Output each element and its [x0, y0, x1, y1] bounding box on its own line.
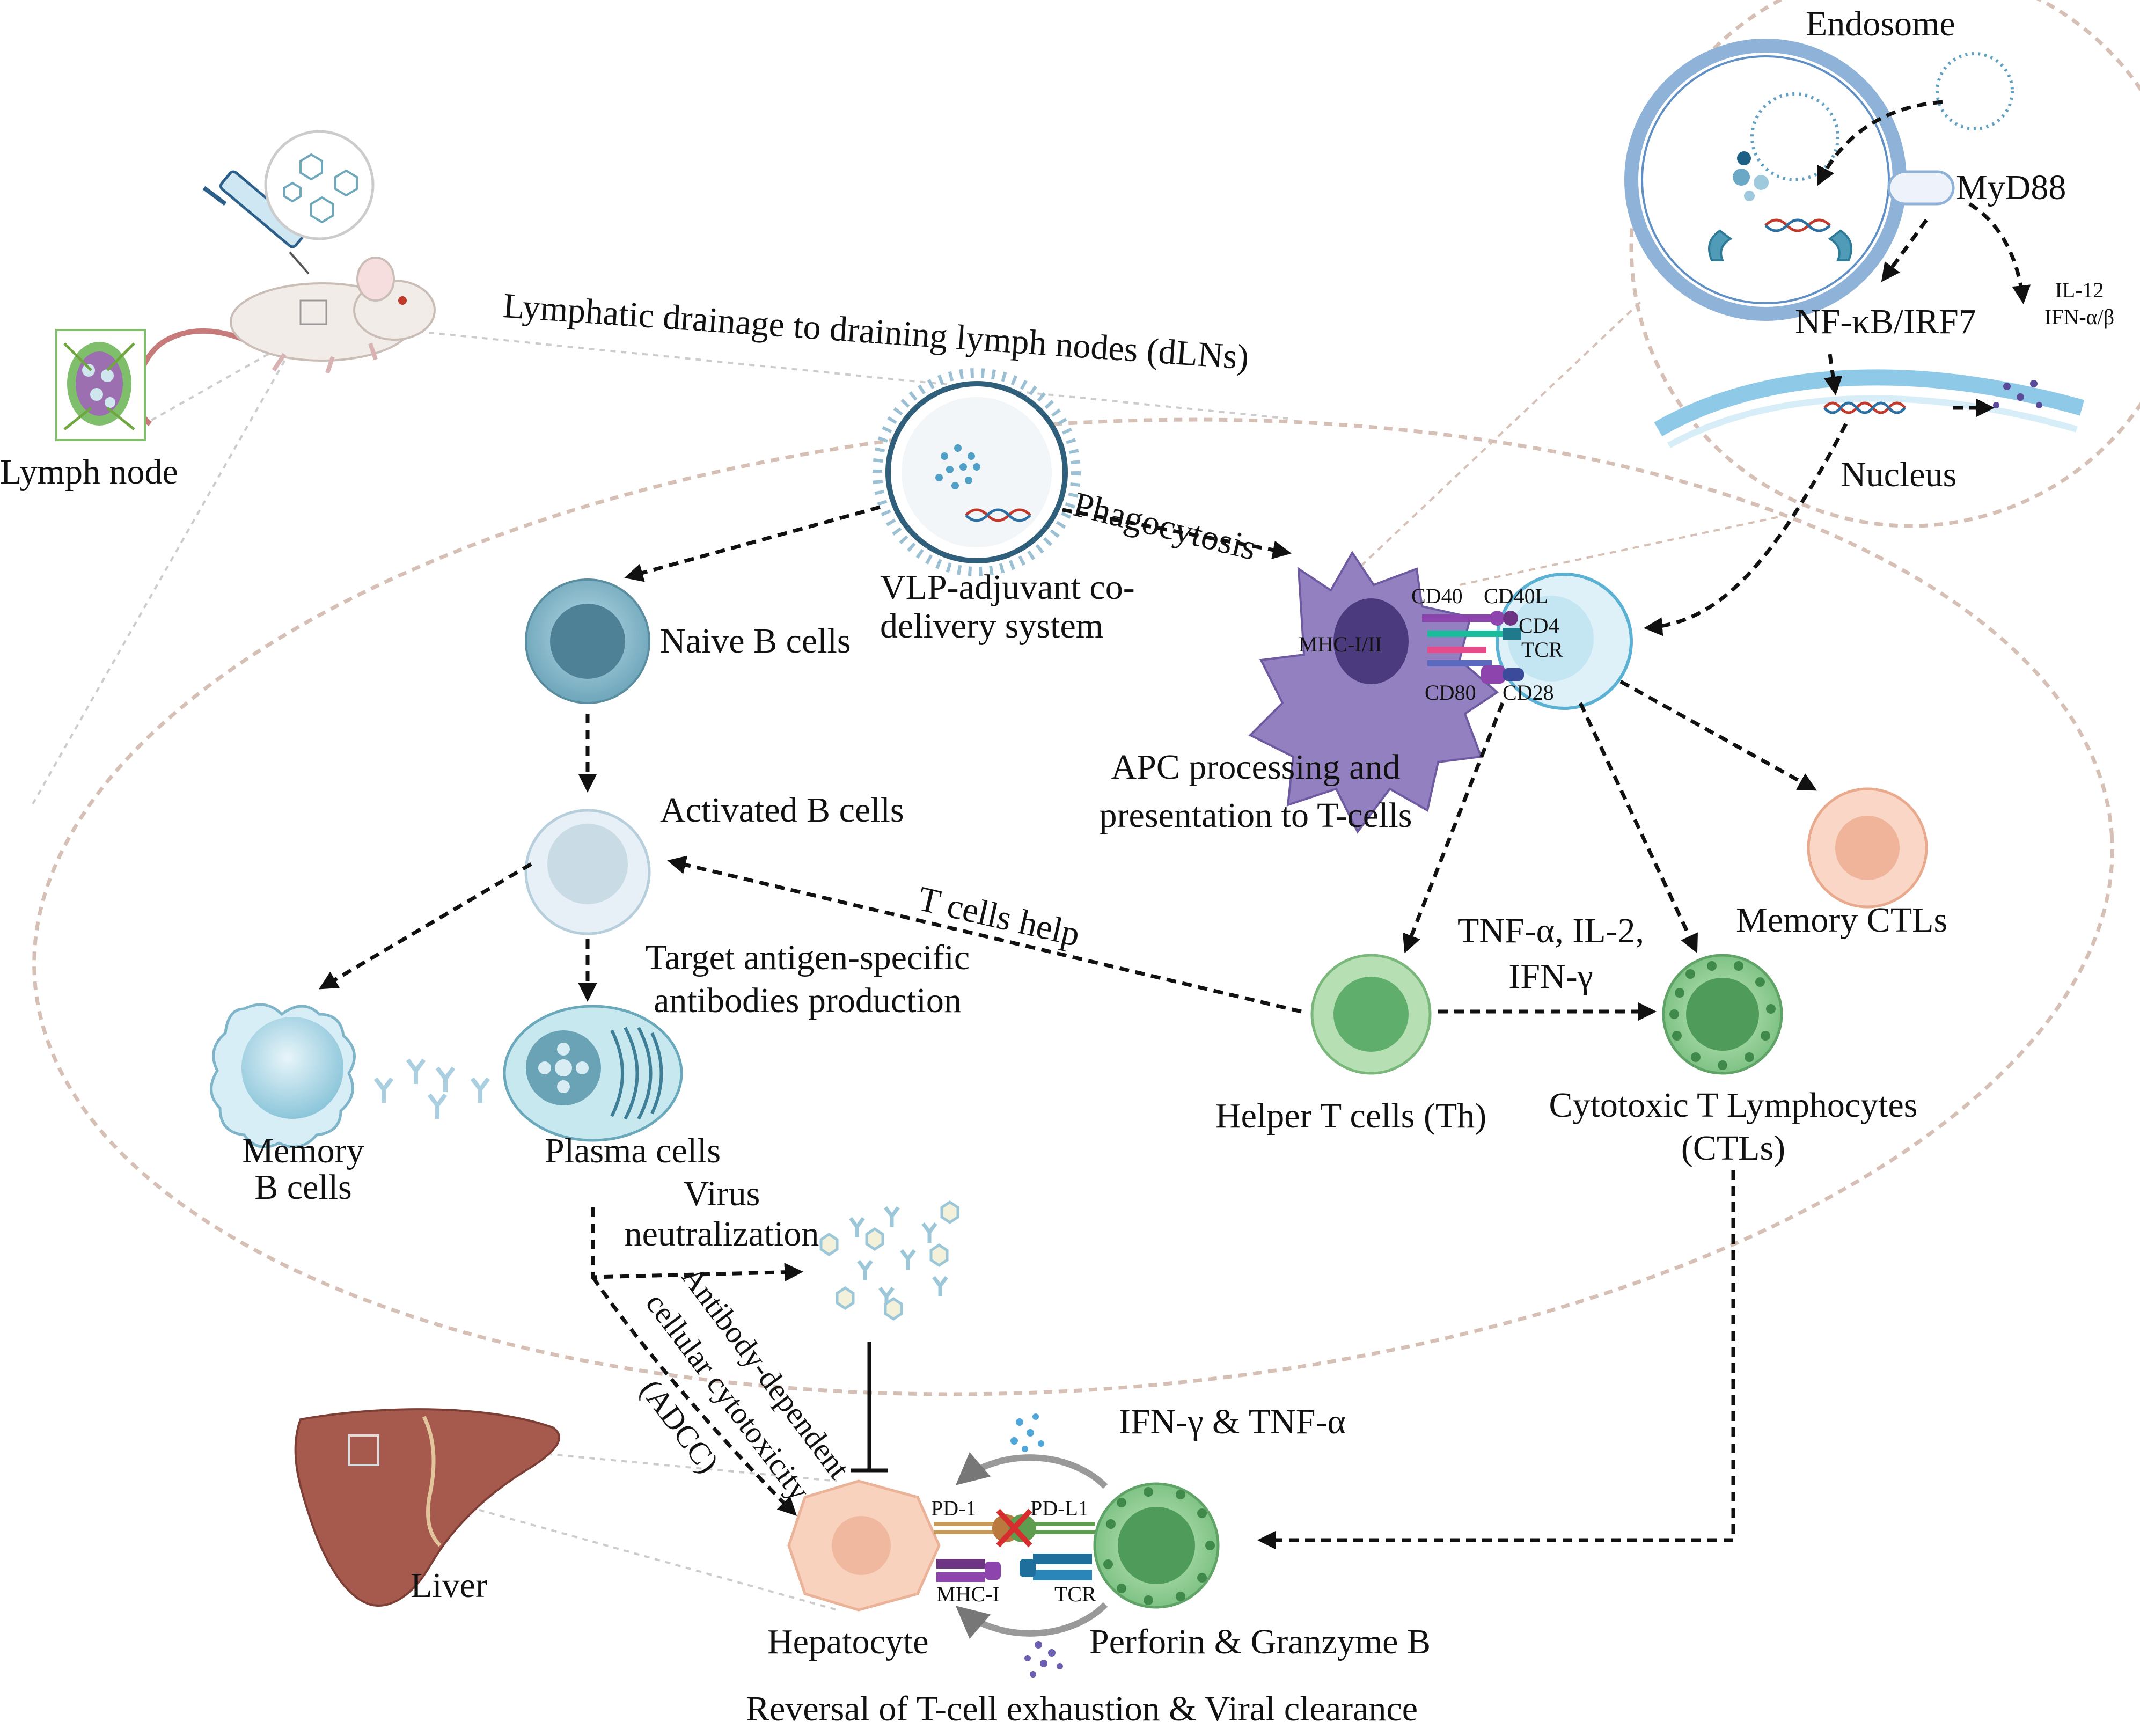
- endosome-compartment: [1624, 39, 2014, 321]
- antibody-label-line1: Target antigen-specific: [645, 938, 970, 977]
- antibody-label-line2: antibodies production: [654, 981, 962, 1020]
- pdl1-label: PD-L1: [1030, 1496, 1089, 1520]
- perforin-arrow: [955, 1602, 1108, 1639]
- cd40l-label: CD40L: [1484, 584, 1548, 608]
- perforin-label: Perforin & Granzyme B: [1089, 1622, 1431, 1661]
- cd4-label: CD4: [1519, 613, 1559, 638]
- plasma-cell: [503, 1005, 683, 1142]
- apc-label-line1: APC processing and: [1111, 748, 1401, 787]
- plasma-label: Plasma cells: [545, 1131, 721, 1170]
- ctl-label-line1: Cytotoxic T Lymphocytes: [1549, 1086, 1918, 1125]
- liver-icon: [294, 1408, 560, 1607]
- cd28-label: CD28: [1503, 680, 1554, 705]
- granzyme-dots-bottom: [1024, 1641, 1063, 1678]
- activated-b-label: Activated B cells: [660, 790, 904, 830]
- virus-label-line2: neutralization: [624, 1214, 819, 1254]
- mhc1-label: MHC-I: [936, 1582, 1000, 1606]
- myd88-label: MyD88: [1956, 168, 2066, 207]
- ctl-label-line2: (CTLs): [1681, 1129, 1786, 1168]
- nucleus-membrane: [1654, 369, 2085, 449]
- naive-b-label: Naive B cells: [660, 621, 851, 661]
- vlp-label-line1: VLP-adjuvant co-: [880, 568, 1135, 607]
- memory-ctl-label: Memory CTLs: [1736, 900, 1948, 940]
- mouse-icon: [134, 257, 436, 426]
- mhc-1-2-label: MHC-I/II: [1299, 632, 1382, 656]
- cytokine-dots-top: [1010, 1413, 1044, 1452]
- vlp-particle-icon: [873, 368, 1081, 576]
- cd80-label: CD80: [1425, 680, 1476, 705]
- lymph-node-label: Lymph node: [0, 452, 178, 492]
- vlp-label-line2: delivery system: [880, 606, 1104, 646]
- ifn-tnf-label: IFN-γ & TNF-α: [1119, 1402, 1346, 1441]
- il12-label: IL-12: [2055, 278, 2104, 302]
- cd40-label: CD40: [1411, 584, 1463, 608]
- nucleus-label: Nucleus: [1841, 455, 1957, 494]
- nfkb-label: NF-κB/IRF7: [1795, 302, 1976, 341]
- pd1-label: PD-1: [931, 1496, 977, 1520]
- effector-ctl-cell: [1093, 1482, 1220, 1609]
- hepatocyte-cell: [787, 1479, 941, 1612]
- ifnab-label: IFN-α/β: [2044, 305, 2115, 329]
- tcr-label: TCR: [1521, 638, 1563, 662]
- dendritic-cell: [1248, 551, 1499, 834]
- checkpoint-receptors: [934, 1508, 1095, 1582]
- memory-b-cell: [210, 1003, 356, 1148]
- memory-b-label-line1: Memory: [242, 1131, 364, 1170]
- virus-label-line1: Virus: [683, 1174, 760, 1213]
- helper-t-label: Helper T cells (Th): [1215, 1096, 1487, 1136]
- endosome-label: Endosome: [1806, 4, 1955, 43]
- t-cell-apc-contact: [1496, 573, 1633, 710]
- endosome-inset-outline: [1629, 0, 2140, 528]
- synapse-receptors: [1422, 611, 1524, 684]
- cytokines-label-line2: IFN-γ: [1508, 957, 1593, 996]
- hepatocyte-label: Hepatocyte: [767, 1622, 929, 1661]
- lymph-node-icon: [55, 329, 146, 441]
- antibody-icons: [373, 1058, 490, 1119]
- syringe-icon: [202, 170, 310, 275]
- neutralized-virus-cluster: [819, 1200, 959, 1321]
- liver-label: Liver: [411, 1566, 487, 1605]
- memory-b-label-line2: B cells: [254, 1168, 352, 1207]
- vlp-bubble-icon: [264, 130, 375, 240]
- ifn-tnf-arrow: [955, 1452, 1108, 1489]
- reversal-label: Reversal of T-cell exhaustion & Viral cl…: [746, 1689, 1418, 1728]
- ctl-cell: [1662, 954, 1783, 1075]
- cytokines-label-line1: TNF-α, IL-2,: [1457, 911, 1644, 950]
- apc-label-line2: presentation to T-cells: [1099, 796, 1412, 835]
- tcr2-label: TCR: [1054, 1582, 1096, 1606]
